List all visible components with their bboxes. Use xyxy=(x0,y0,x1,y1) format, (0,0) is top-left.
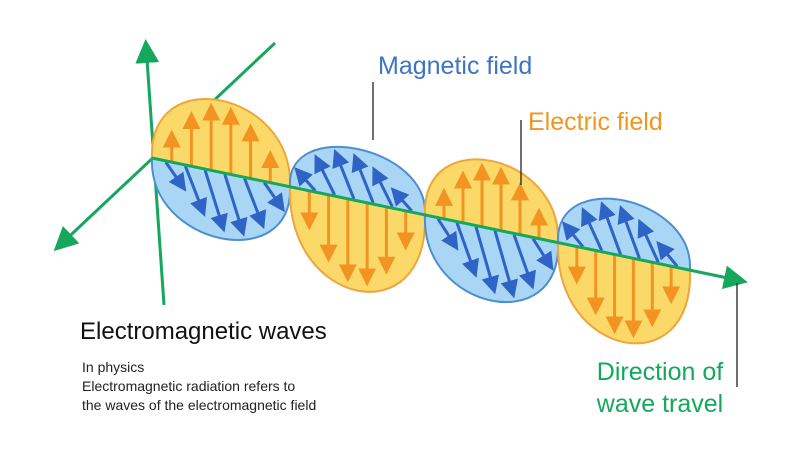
magnetic-field-vector xyxy=(455,222,479,278)
propagation-direction-arrow xyxy=(151,156,748,290)
magnetic-field-vector xyxy=(531,237,554,271)
caption-line-2: Electromagnetic radiation refers to xyxy=(82,378,296,394)
magnetic-field-vector xyxy=(184,165,207,217)
magnetic-field-vector xyxy=(164,161,187,192)
magnetic-field-vector xyxy=(581,207,604,252)
magnetic-field-vector xyxy=(263,181,285,213)
magnetic-field-vector xyxy=(332,149,356,200)
electric-field-lobe-4 xyxy=(288,185,427,293)
magnetic-field-vector xyxy=(372,166,394,208)
direction-label-line-2: wave travel xyxy=(596,390,724,418)
electric-field-lobe-8 xyxy=(556,241,692,345)
magnetic-field-vector xyxy=(656,240,679,268)
caption-line-1: In physics xyxy=(82,359,145,375)
label-leader-lines xyxy=(372,82,738,387)
magnetic-field-vector xyxy=(561,221,585,248)
magnetic-field-vector xyxy=(512,234,536,290)
magnetic-field-vector xyxy=(314,154,336,196)
magnetic-field-vector xyxy=(203,169,228,233)
caption-description: In physics Electromagnetic radiation ref… xyxy=(82,358,316,415)
electric-field-label: Electric field xyxy=(528,108,663,136)
magnetic-field-vector xyxy=(436,218,459,251)
direction-label-line-1: Direction of xyxy=(596,358,724,386)
propagation-axis xyxy=(151,156,748,290)
magnetic-field-vector xyxy=(637,218,660,263)
magnetic-field-vector xyxy=(223,173,248,237)
magnetic-field-vector xyxy=(243,178,267,230)
magnetic-field-vector xyxy=(474,226,499,295)
magnetic-field-vector xyxy=(598,201,622,255)
magnetic-field-vector xyxy=(617,205,641,259)
caption-line-3: the waves of the electromagnetic field xyxy=(82,397,317,413)
wave-lobes xyxy=(150,97,692,345)
magnetic-field-vector xyxy=(351,153,375,204)
magnetic-field-vector xyxy=(390,187,413,212)
magnetic-field-label: Magnetic field xyxy=(378,52,533,80)
magnetic-field-lobe-3 xyxy=(288,145,427,217)
direction-of-travel-label: Direction of wave travel xyxy=(560,356,760,420)
magnetic-field-lobe-2 xyxy=(150,156,292,241)
magnetic-field-vector xyxy=(294,167,317,192)
caption-title: Electromagnetic waves xyxy=(80,318,327,345)
magnetic-field-lobe-7 xyxy=(556,197,692,272)
magnetic-field-vector xyxy=(493,230,518,299)
